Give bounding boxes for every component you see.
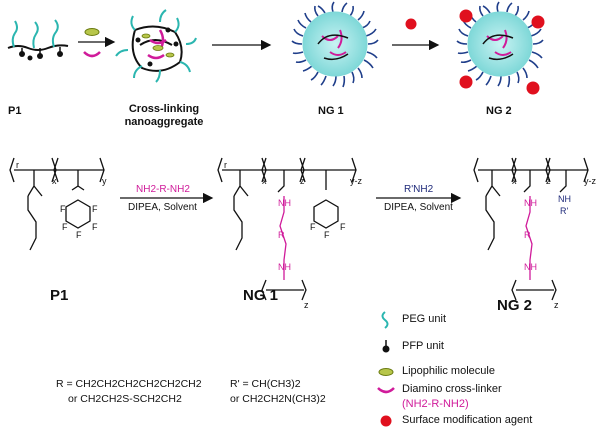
ng1-structure (217, 157, 357, 301)
lipophilic-molecule-icon (378, 368, 394, 376)
ng2-subscript-yz: y-z (584, 176, 596, 186)
top-label-ng1: NG 1 (318, 105, 344, 117)
ng2-nanogel-graphic (456, 1, 545, 95)
diamino-crosslinker-icon (377, 387, 395, 394)
p1-chain-graphic (7, 19, 69, 61)
legend-label-surface: Surface modification agent (402, 414, 533, 426)
p1-f-1: F (62, 222, 68, 232)
legend-label-lipophilic: Lipophilic molecule (402, 365, 495, 377)
ng2-structure (473, 157, 589, 301)
top-label-p1: P1 (8, 105, 22, 117)
ng1-subscript-r: r (224, 160, 227, 170)
nanoaggregate-graphic (115, 9, 197, 83)
r-definition-line1: R = CH2CH2CH2CH2CH2CH2 (56, 378, 202, 390)
ng1-f-1: F (310, 222, 316, 232)
ng2-nh-1: NH (524, 198, 537, 208)
ng2-rprime: R' (560, 206, 569, 216)
arrow-1-top (78, 28, 116, 58)
p1-f-4: F (60, 204, 66, 214)
ng1-nanogel-graphic (291, 1, 379, 88)
ng1-subscript-x: x (262, 176, 267, 186)
legend-label-pfp: PFP unit (402, 340, 444, 352)
pfp-unit-icon (382, 340, 390, 353)
scheme-label-ng1: NG 1 (243, 287, 279, 304)
p1-f-3: F (76, 230, 82, 240)
legend-label-peg: PEG unit (402, 313, 447, 325)
step2-reagent: R'NH2 (404, 184, 434, 195)
ng1-nh-2: NH (278, 262, 291, 272)
ng1-f-3: F (324, 230, 330, 240)
step2-conditions: DIPEA, Solvent (384, 202, 453, 213)
p1-subscript-r: r (16, 160, 19, 170)
ng1-f-2: F (340, 222, 346, 232)
ng2-nh-rprime: NH (558, 194, 571, 204)
ng1-subscript-z-bottom: z (304, 300, 309, 310)
step1-reagent: NH2-R-NH2 (136, 184, 190, 195)
surface-agent-icon (380, 415, 392, 427)
top-label-ng2: NG 2 (486, 105, 512, 117)
p1-structure (9, 157, 105, 251)
ng1-crosslink-bond (279, 196, 287, 280)
step1-conditions: DIPEA, Solvent (128, 202, 197, 213)
peg-unit-icon (381, 311, 389, 329)
ng2-crosslink-bond (525, 196, 533, 280)
scheme-label-ng2: NG 2 (497, 297, 533, 314)
p1-subscript-x: x (52, 176, 57, 186)
p1-f-2: F (92, 222, 98, 232)
ng2-subscript-z-bottom: z (554, 300, 559, 310)
arrow-3-top (392, 18, 440, 51)
ng1-subscript-yz: y-z (350, 176, 362, 186)
p1-f-5: F (92, 204, 98, 214)
ng1-nh-1: NH (278, 198, 291, 208)
ng2-subscript-x: x (512, 176, 517, 186)
p1-subscript-y: y (102, 176, 107, 186)
legend-label-crosslinker: Diamino cross-linker (402, 383, 502, 395)
ng1-r-group: R (278, 230, 285, 240)
rprime-definition-line1: R' = CH(CH3)2 (230, 378, 301, 390)
top-label-nanoaggregate: Cross-linking nanoaggregate (124, 103, 204, 128)
ng2-subscript-z: z (546, 176, 551, 186)
scheme-label-p1: P1 (50, 287, 69, 304)
ng1-subscript-z: z (300, 176, 305, 186)
ng2-r-group: R (524, 230, 531, 240)
r-definition-line2: or CH2CH2S-SCH2CH2 (68, 393, 182, 405)
legend-label-crosslinker-sub: (NH2-R-NH2) (402, 398, 469, 410)
ng2-nh-2: NH (524, 262, 537, 272)
rprime-definition-line2: or CH2CH2N(CH3)2 (230, 393, 326, 405)
